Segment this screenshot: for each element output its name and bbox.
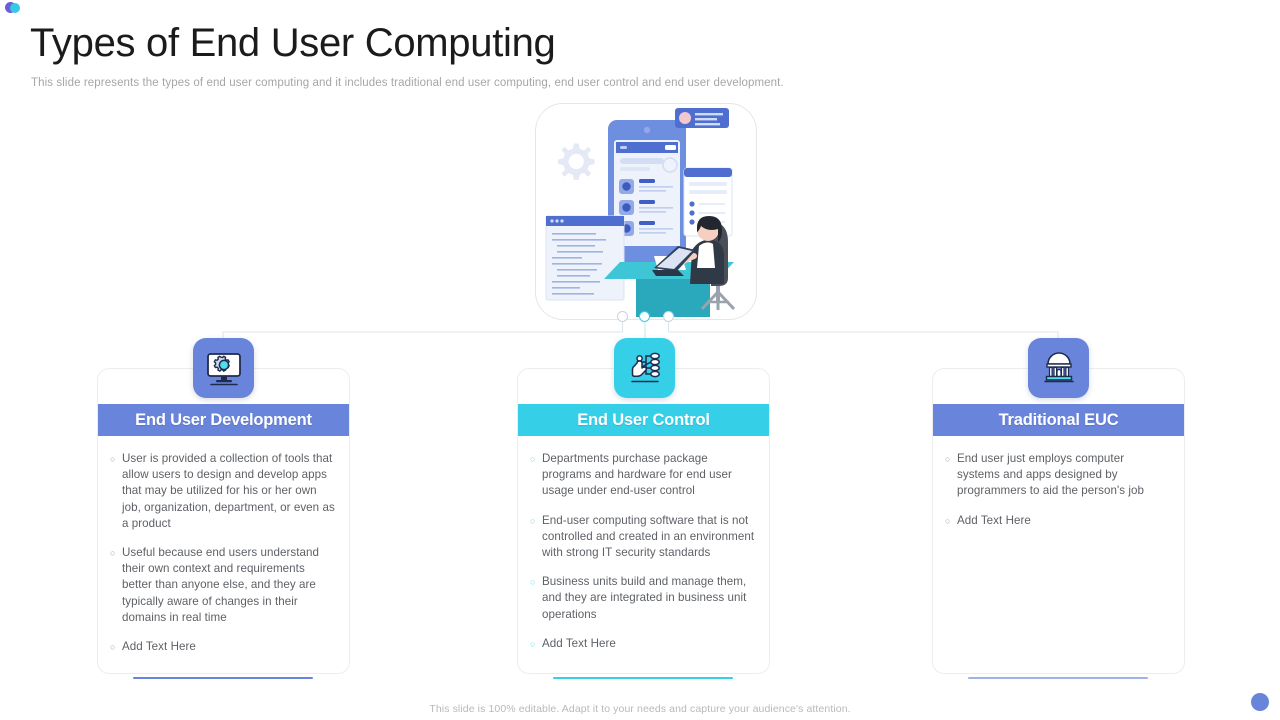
bullet-text: Useful because end users understand thei…: [122, 546, 320, 624]
bullet-text: End user just employs computer systems a…: [957, 452, 1144, 498]
bullet-text: Business units build and manage them, an…: [542, 575, 747, 621]
bullet-marker: ○: [530, 638, 536, 649]
bullet-text: Departments purchase package programs an…: [542, 452, 732, 498]
hand-network-icon: [630, 352, 660, 383]
bullet-text: End-user computing software that is not …: [542, 513, 755, 560]
list-item[interactable]: ○ Add Text Here: [110, 639, 335, 656]
logo-dot-cyan: [10, 3, 20, 13]
card-title-end-user-control: End User Control: [518, 404, 769, 436]
card-body-end-user-development: ○ User is provided a collection of tools…: [98, 441, 349, 673]
list-item: ○ User is provided a collection of tools…: [110, 451, 335, 532]
card-underbar-traditional-euc: [968, 677, 1148, 679]
card-underbar-end-user-control: [553, 677, 733, 679]
card-end-user-control[interactable]: End User Control ○ Departments purchase …: [517, 368, 770, 674]
connector-dot-right: [663, 311, 674, 322]
card-underbar-end-user-development: [133, 677, 313, 679]
card-title-end-user-development: End User Development: [98, 404, 349, 436]
brand-logo: [5, 2, 21, 16]
card-traditional-euc[interactable]: Traditional EUC ○ End user just employs …: [932, 368, 1185, 674]
bullet-marker: ○: [530, 454, 536, 464]
list-item: ○ Business units build and manage them, …: [530, 574, 755, 623]
page-subtitle: This slide represents the types of end u…: [31, 77, 784, 89]
bullet-marker: ○: [110, 642, 116, 653]
page-title: Types of End User Computing: [30, 21, 556, 65]
laptop: [652, 246, 696, 276]
connector-dot-center: [639, 311, 650, 322]
bullet-marker: ○: [530, 515, 536, 526]
icon-tile-end-user-control[interactable]: [614, 338, 675, 398]
bullet-text-placeholder[interactable]: Add Text Here: [122, 640, 196, 654]
bullet-text-placeholder[interactable]: Add Text Here: [542, 636, 616, 650]
list-item[interactable]: ○ Add Text Here: [945, 513, 1170, 530]
list-item: ○ End user just employs computer systems…: [945, 451, 1170, 500]
bullet-marker: ○: [945, 454, 951, 464]
desk-front: [636, 279, 710, 317]
icon-tile-end-user-development[interactable]: [193, 338, 254, 398]
list-item: ○ Useful because end users understand th…: [110, 545, 335, 626]
card-end-user-development[interactable]: End User Development ○ User is provided …: [97, 368, 350, 674]
institution-building-icon: [1043, 352, 1074, 383]
connector-lines: [222, 322, 1059, 340]
card-body-end-user-control: ○ Departments purchase package programs …: [518, 441, 769, 673]
gear-icon: [558, 143, 595, 180]
list-item: ○ Departments purchase package programs …: [530, 451, 755, 500]
corner-accent-dot: [1251, 693, 1269, 711]
bullet-marker: ○: [945, 515, 951, 526]
bullet-text: User is provided a collection of tools t…: [122, 452, 335, 530]
card-body-traditional-euc: ○ End user just employs computer systems…: [933, 441, 1184, 673]
bullet-marker: ○: [110, 548, 116, 559]
bullet-marker: ○: [110, 454, 116, 464]
end-user-computing-illustration: [545, 108, 736, 317]
card-title-traditional-euc: Traditional EUC: [933, 404, 1184, 436]
list-item[interactable]: ○ Add Text Here: [530, 636, 755, 653]
person-figure: [673, 216, 736, 311]
icon-tile-traditional-euc[interactable]: [1028, 338, 1089, 398]
monitor-gear-icon: [206, 353, 241, 386]
connector-dot-left: [617, 311, 628, 322]
bullet-text-placeholder[interactable]: Add Text Here: [957, 513, 1031, 527]
illustration-card: [535, 103, 757, 320]
bullet-marker: ○: [530, 577, 536, 588]
footer-note: This slide is 100% editable. Adapt it to…: [429, 703, 851, 715]
list-item: ○ End-user computing software that is no…: [530, 513, 755, 562]
